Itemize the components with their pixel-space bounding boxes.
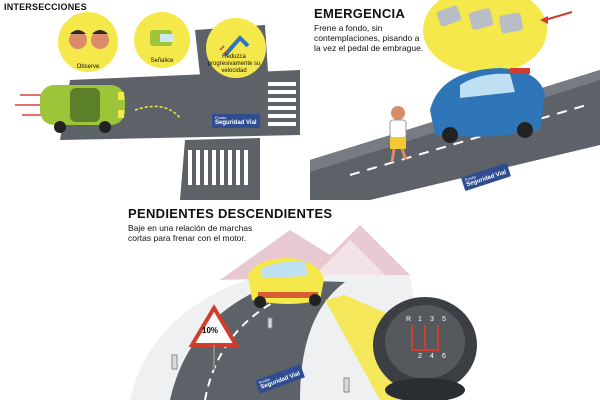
gear-label: 2 bbox=[418, 353, 422, 360]
gear-label: 3 bbox=[430, 316, 434, 323]
downhill-panel: PENDIENTES DESCENDIENTES Baje en una rel… bbox=[0, 200, 600, 400]
grade-warning-sign bbox=[188, 304, 240, 370]
gear-label: 1 bbox=[418, 316, 422, 323]
signal-bubble bbox=[134, 12, 190, 68]
grade-label: 10% bbox=[202, 326, 219, 335]
gear-label: 6 bbox=[442, 353, 446, 360]
downhill-title: PENDIENTES DESCENDIENTES bbox=[128, 206, 333, 221]
gear-label: R bbox=[406, 316, 412, 323]
sign-line1: Fondo bbox=[215, 115, 227, 120]
observe-bubble bbox=[58, 12, 118, 72]
intersections-panel: INTERSECCIONES Observe Señalice Reduzca … bbox=[0, 0, 300, 200]
signal-label: Señalice bbox=[150, 58, 174, 64]
green-car bbox=[40, 85, 125, 133]
blue-car bbox=[430, 68, 545, 143]
gear-knob bbox=[373, 297, 477, 400]
road-safety-sign: Fondo Seguridad Vial bbox=[212, 114, 260, 128]
sign-line2: Seguridad Vial bbox=[215, 120, 257, 126]
emergency-illustration bbox=[310, 0, 600, 200]
child-pedestrian bbox=[389, 106, 408, 163]
gear-label: 4 bbox=[430, 353, 434, 360]
slow-down-bubble bbox=[206, 18, 266, 78]
downhill-text: Baje en una relación de marchas cortas p… bbox=[128, 223, 253, 243]
emergency-title: EMERGENCIA bbox=[314, 6, 406, 21]
intersection-illustration bbox=[15, 12, 300, 200]
yellow-car bbox=[248, 258, 324, 308]
slow-down-label: Reduzca progresivamente su velocidad bbox=[207, 54, 261, 74]
observe-label: Observe bbox=[76, 64, 100, 70]
emergency-panel: EMERGENCIA Frene a fondo, sin contemplac… bbox=[310, 0, 600, 200]
downhill-illustration bbox=[130, 225, 477, 400]
intersections-title: INTERSECCIONES bbox=[4, 2, 87, 12]
pedals-bubble bbox=[423, 0, 573, 74]
emergency-text: Frene a fondo, sin contemplaciones, pisa… bbox=[314, 23, 424, 53]
gear-label: 5 bbox=[442, 316, 446, 323]
